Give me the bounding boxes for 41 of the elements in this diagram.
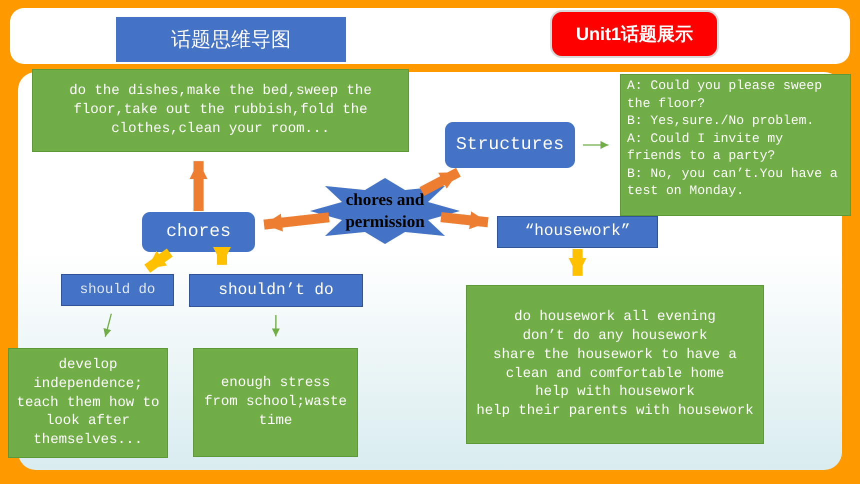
arrow: [213, 246, 231, 265]
arrow: [103, 314, 112, 337]
node-label: chores and permission: [344, 189, 426, 233]
node-label: 话题思维导图: [171, 26, 291, 53]
node-label: shouldn’t do: [218, 280, 334, 301]
topic-box: [497, 216, 658, 248]
topic-box: [189, 274, 363, 307]
list-item: do housework all evening: [514, 308, 716, 327]
arrow: [440, 211, 488, 230]
arrow: [568, 249, 586, 276]
node-label: Structures: [456, 134, 564, 157]
content-box: [466, 285, 764, 444]
list-item: help their parents with housework: [476, 402, 754, 422]
dialogue-line: B: Yes,sure./No problem.: [627, 112, 814, 130]
node-label: chores: [166, 220, 231, 244]
topic-box: [445, 122, 575, 168]
star-shape: [310, 178, 460, 244]
list-item: help with housework: [535, 383, 695, 402]
dialogue-line: B: No, you can’t.You have a test on Monday.: [627, 164, 839, 200]
topic-box: [142, 212, 255, 252]
arrow: [420, 168, 461, 196]
arrow: [272, 315, 280, 336]
content-box: [193, 348, 358, 457]
title-box: [116, 17, 346, 62]
content-box: [8, 348, 168, 458]
node-label: develop independence; teach them how to look after themselves...: [16, 356, 160, 450]
topic-box: [61, 274, 174, 306]
node-label: should do: [80, 280, 156, 300]
content-box: [32, 69, 409, 152]
arrow: [583, 141, 608, 149]
unit-badge: [550, 10, 719, 58]
node-label: enough stress from school;waste time: [203, 374, 348, 431]
node-label: do the dishes,make the bed,sweep the floor,take out the rubbish,fold the clothes,clean your room...: [68, 82, 373, 139]
dialogue-line: A: Could I invite my friends to a party?: [627, 130, 784, 165]
list-item: don’t do any housework: [522, 326, 708, 346]
node-label: Unit1话题展示: [576, 22, 693, 46]
dialogue-box: [620, 74, 851, 216]
arrow: [263, 212, 330, 232]
arrow: [144, 248, 173, 273]
dialogue-line: A: Could you please sweep the floor?: [627, 77, 824, 112]
node-label: “housework”: [524, 221, 630, 242]
